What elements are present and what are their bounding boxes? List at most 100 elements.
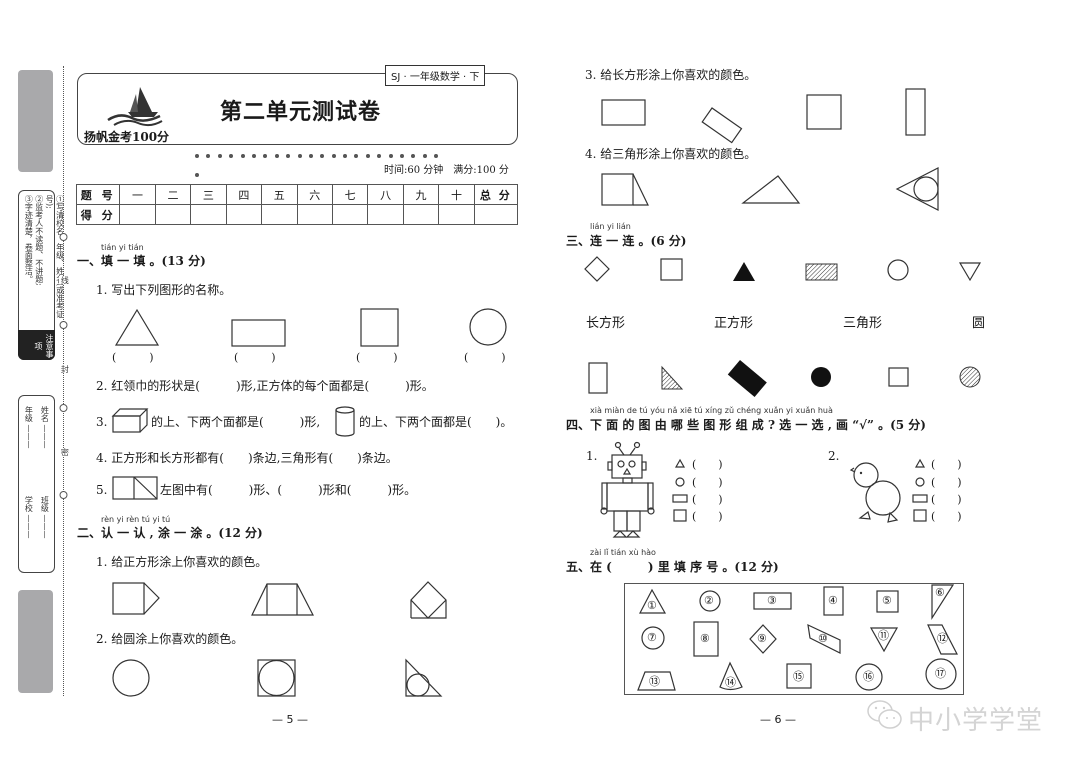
exam-info: 时间:60 分钟 满分:100 分 xyxy=(384,165,509,176)
binding-gray-block-bottom xyxy=(18,590,53,693)
label-17: ⑰ xyxy=(935,667,946,680)
shape-10-parallelogram xyxy=(807,623,841,654)
s1-q5-text: 左图中有( )形、( )形和( )形。 xyxy=(160,483,417,497)
hatched-triangle-shape xyxy=(661,365,684,390)
notice-box: ①写清校名、年级、姓名(或准考证号); ②监考人不读题、不讲题; ③字迹清楚，卷… xyxy=(18,190,65,360)
label-16: ⑯ xyxy=(863,670,874,683)
s1-q1-blank-4[interactable]: ( ) xyxy=(464,351,506,364)
s4-item1-answer-triangle[interactable]: ( ) xyxy=(692,458,723,471)
robot-figure xyxy=(600,441,655,538)
circle-in-square-shape xyxy=(257,659,296,697)
s4-item2-answer-triangle[interactable]: ( ) xyxy=(931,458,962,471)
s4-item1-answer-rectangle[interactable]: ( ) xyxy=(692,493,723,506)
col-total: 总 分 xyxy=(473,184,519,205)
inverted-triangle-shape xyxy=(958,262,982,282)
hatched-rectangle-shape xyxy=(805,263,838,281)
field-name: 姓名 ——— xyxy=(40,406,50,449)
s1-q4-text: 4. 正方形和长方形都有( )条边,三角形有( )条边。 xyxy=(96,451,398,465)
s4-item1-num: 1. xyxy=(586,449,598,463)
score-cell[interactable] xyxy=(473,204,519,225)
square-with-triangle-shape xyxy=(112,582,160,615)
s1-q1-blank-1[interactable]: ( ) xyxy=(112,351,154,364)
filled-rectangle-shape xyxy=(727,360,767,398)
circle-shape xyxy=(469,308,507,346)
shape-6-right-triangle xyxy=(931,584,955,621)
shape-11-inverted-triangle xyxy=(869,627,899,653)
rectangle-shape xyxy=(601,99,646,126)
section4-pinyin: xià miàn de tú yóu nǎ xiē tú xíng zǔ ché… xyxy=(590,406,833,415)
label-6: ⑥ xyxy=(935,586,945,599)
student-info-box: 学校 ——— 年级 ——— 班级 ——— 姓名 ——— xyxy=(18,395,55,573)
s4-item2-answer-circle[interactable]: ( ) xyxy=(931,476,962,489)
square-icon xyxy=(913,509,927,522)
page-title: 第二单元测试卷 xyxy=(220,99,382,125)
label-1: ① xyxy=(647,599,657,612)
trapezoid-shape xyxy=(251,583,314,616)
tall-rectangle-shape xyxy=(905,88,926,136)
label-13: ⑬ xyxy=(649,675,660,688)
score-cell[interactable] xyxy=(438,204,475,225)
s3-label-circle: 圆 xyxy=(972,316,986,331)
rectangle-icon xyxy=(672,494,688,503)
diamond-house-shape xyxy=(410,581,447,619)
section5-pinyin: zài lǐ tián xù hào xyxy=(590,548,656,557)
square-shape xyxy=(806,94,842,130)
s4-item1-answer-circle[interactable]: ( ) xyxy=(692,476,723,489)
circle-shape xyxy=(887,259,909,281)
label-9: ⑨ xyxy=(757,632,767,645)
shape-8-rectangle xyxy=(693,621,719,657)
circle-in-triangle-shape xyxy=(405,658,443,697)
square-shape xyxy=(360,308,399,347)
shape-14-sector xyxy=(719,661,743,691)
edition-tag: SJ · 一年级数学 · 下 xyxy=(385,65,486,86)
s4-item2-answer-rectangle[interactable]: ( ) xyxy=(931,493,962,506)
s3-label-triangle: 三角形 xyxy=(843,316,883,331)
triangle-shape xyxy=(114,308,160,346)
cut-mark-mi: 密 xyxy=(59,448,70,456)
score-table-score-row: 得 分 xyxy=(75,204,519,225)
hatched-circle-shape xyxy=(959,366,981,388)
watermark-text: 中小学学堂 xyxy=(908,706,1044,736)
cut-line xyxy=(63,66,64,696)
s1-q3-part2: 的上、下两个面都是( )。 xyxy=(359,415,513,429)
label-10: ⑩ xyxy=(818,632,828,645)
triangle-shape xyxy=(741,175,801,204)
diamond-shape xyxy=(584,256,610,282)
label-11: ⑪ xyxy=(878,629,889,642)
shape-7-circle xyxy=(641,626,665,650)
section3-pinyin: lián yi lián xyxy=(590,222,631,231)
s1-q1-shapes xyxy=(114,308,507,347)
notice-label: 注意事项 xyxy=(18,330,55,360)
s3-label-square: 正方形 xyxy=(714,316,754,331)
s1-q5-num: 5. xyxy=(96,483,108,497)
s1-q3-part1: 的上、下两个面都是( )形, xyxy=(151,415,321,429)
s4-item1-answer-square[interactable]: ( ) xyxy=(692,510,723,523)
s2-q1-shapes xyxy=(112,581,447,619)
square-with-triangle-shape xyxy=(601,173,649,206)
s2-q4-text: 4. 给三角形涂上你喜欢的颜色。 xyxy=(585,147,757,161)
cylinder-icon xyxy=(335,406,355,437)
filled-triangle-shape xyxy=(733,262,755,281)
binding-gray-block-top xyxy=(18,70,53,172)
field-class: 班级 ——— xyxy=(40,496,50,539)
label-7: ⑦ xyxy=(647,631,657,644)
circle-in-triangle-shape xyxy=(895,167,939,211)
shapes-frame xyxy=(624,583,964,695)
row-label-score: 得 分 xyxy=(75,204,121,225)
circle-icon xyxy=(915,477,925,487)
field-grade: 年级 ——— xyxy=(24,406,34,449)
square-triangle-figure xyxy=(112,476,158,500)
section2-pinyin: rèn yi rèn tú yi tú xyxy=(101,515,171,524)
triangle-icon xyxy=(914,458,926,468)
filled-circle-shape xyxy=(811,367,831,387)
chick-figure xyxy=(849,462,901,523)
s4-item2-answer-square[interactable]: ( ) xyxy=(931,510,962,523)
row-label-question: 题 号 xyxy=(75,184,121,205)
shape-15-square xyxy=(786,663,812,689)
shape-4-rectangle xyxy=(823,586,844,616)
shape-2-circle xyxy=(699,590,721,612)
s1-q1-blank-3[interactable]: ( ) xyxy=(356,351,398,364)
triangle-icon xyxy=(674,458,686,468)
s1-q1-blank-2[interactable]: ( ) xyxy=(234,351,276,364)
